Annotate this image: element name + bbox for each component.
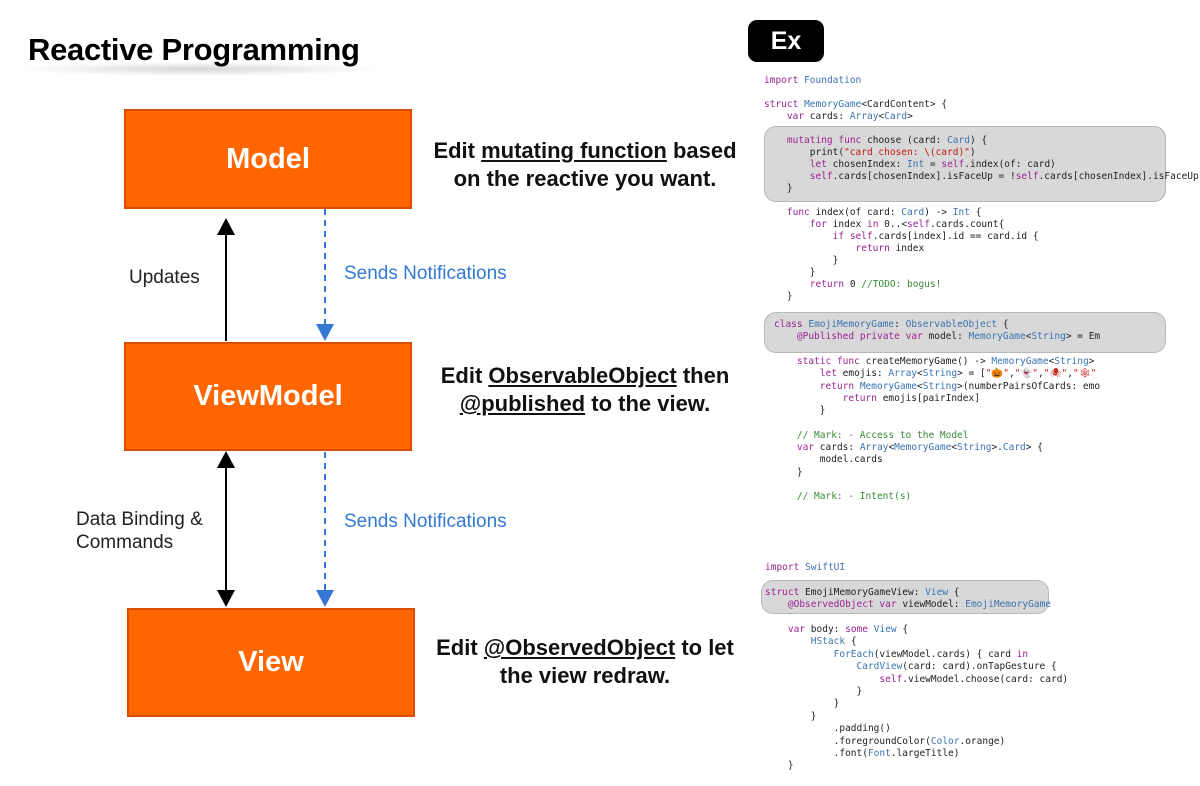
code-line: return emojis[pairIndex] bbox=[842, 392, 980, 404]
data-binding-label-line2: Commands bbox=[76, 532, 174, 553]
code-line: .padding() bbox=[765, 723, 891, 735]
code-line: } bbox=[774, 466, 803, 478]
code-clip-mask bbox=[760, 516, 1180, 528]
code-line: @ObservedObject var viewModel: EmojiMemo… bbox=[787, 599, 1052, 611]
code-line: model.cards bbox=[774, 454, 883, 466]
observed-object-term: @ObservedObject bbox=[483, 635, 676, 660]
code-line: mutating func choose (card: Card) { bbox=[786, 135, 988, 146]
sends-notifications-label-2: Sends Notifications bbox=[344, 511, 507, 532]
code-line: .foregroundColor(Color.orange) bbox=[765, 735, 1006, 747]
code-line: .font(Font.largeTitle) bbox=[765, 748, 960, 759]
code-line: @Published private var model: MemoryGame… bbox=[796, 331, 1101, 343]
code-line: self.cards[chosenIndex].isFaceUp = !self… bbox=[809, 171, 1199, 182]
code-line: import Foundation bbox=[764, 75, 862, 86]
viewmodel-note-line2: @published to the view. bbox=[459, 391, 711, 416]
binding-arrowhead-up bbox=[217, 451, 235, 468]
code-line: CardView(card: card).onTapGesture { bbox=[856, 661, 1057, 673]
view-box: View bbox=[127, 608, 415, 717]
viewmodel-label: ViewModel bbox=[193, 380, 343, 412]
viewmodel-note: Edit ObservableObject then @published to… bbox=[424, 362, 746, 418]
code-line: } bbox=[765, 710, 817, 722]
code-line: } bbox=[764, 267, 816, 278]
notify-arrowhead-2 bbox=[316, 590, 334, 607]
code-line: var cards: Array<MemoryGame<String>.Card… bbox=[796, 442, 1043, 453]
code-line: } bbox=[764, 291, 793, 302]
code-line: // Mark: - Access to the Model bbox=[796, 429, 969, 441]
observable-object-term: ObservableObject bbox=[488, 363, 677, 388]
model-note-line2: on the reactive you want. bbox=[453, 166, 717, 191]
page-title: Reactive Programming bbox=[28, 32, 360, 67]
code-line: return index bbox=[855, 243, 925, 254]
code-line: if self.cards[index].id == card.id { bbox=[832, 231, 1039, 242]
published-term: @published bbox=[459, 391, 586, 416]
code-line: print("card chosen: \(card)") bbox=[764, 147, 976, 158]
model-label: Model bbox=[226, 142, 310, 175]
sends-notifications-label-1: Sends Notifications bbox=[344, 263, 507, 284]
code-line: func index(of card: Card) -> Int { bbox=[786, 207, 982, 218]
code-line: return 0 //TODO: bogus! bbox=[809, 279, 942, 290]
view-note-line2: the view redraw. bbox=[499, 663, 671, 688]
code-line: import SwiftUI bbox=[765, 562, 846, 573]
code-line: } bbox=[774, 405, 826, 417]
view-label: View bbox=[238, 646, 304, 678]
code-line: static func createMemoryGame() -> Memory… bbox=[796, 355, 1095, 367]
code-line: var body: some View { bbox=[787, 624, 909, 635]
title-underline-shadow bbox=[18, 62, 378, 76]
code-line: let chosenIndex: Int = self.index(of: ca… bbox=[809, 159, 1056, 170]
code-line: } bbox=[765, 698, 840, 710]
mutating-function-term: mutating function bbox=[481, 138, 667, 163]
code-line: class EmojiMemoryGame: ObservableObject … bbox=[774, 319, 1009, 330]
data-binding-label: Data Binding & Commands bbox=[76, 508, 203, 554]
code-line: } bbox=[764, 183, 793, 194]
data-binding-label-line1: Data Binding & bbox=[76, 509, 203, 530]
code-line: } bbox=[765, 760, 794, 772]
code-line: ForEach(viewModel.cards) { card in bbox=[833, 648, 1029, 660]
highlight-mutating-function bbox=[764, 126, 1166, 202]
viewmodel-box: ViewModel bbox=[124, 342, 412, 451]
highlight-observed-object bbox=[761, 580, 1049, 614]
model-note: Edit mutating function based on the reac… bbox=[424, 137, 746, 193]
code-line: self.viewModel.choose(card: card) bbox=[879, 673, 1069, 685]
updates-arrowhead bbox=[217, 218, 235, 235]
code-line: } bbox=[765, 686, 863, 697]
code-line: } bbox=[764, 255, 839, 266]
view-note-line1: Edit @ObservedObject to let bbox=[436, 635, 734, 660]
model-note-line1: Edit mutating function based bbox=[433, 138, 737, 163]
highlight-observable-object bbox=[764, 312, 1166, 353]
code-line: struct EmojiMemoryGameView: View { bbox=[765, 586, 960, 598]
updates-label: Updates bbox=[129, 267, 200, 288]
code-line: for index in 0..<self.cards.count{ bbox=[809, 219, 1005, 230]
code-line: let emojis: Array<String> = ["🎃","👻","🕷"… bbox=[819, 368, 1097, 380]
view-note: Edit @ObservedObject to let the view red… bbox=[424, 634, 746, 690]
binding-arrowhead-down bbox=[217, 590, 235, 607]
code-line: var cards: Array<Card> bbox=[786, 111, 913, 122]
code-line: HStack { bbox=[810, 636, 857, 648]
notify-arrowhead-1 bbox=[316, 324, 334, 341]
code-line: struct MemoryGame<CardContent> { bbox=[764, 99, 948, 110]
code-line: // Mark: - Intent(s) bbox=[796, 491, 912, 503]
diagram-arrows bbox=[217, 209, 334, 607]
viewmodel-note-line1: Edit ObservableObject then bbox=[440, 363, 730, 388]
code-line: return MemoryGame<String>(numberPairsOfC… bbox=[819, 380, 1101, 392]
example-badge: Ex bbox=[748, 20, 824, 62]
model-box: Model bbox=[124, 109, 412, 209]
